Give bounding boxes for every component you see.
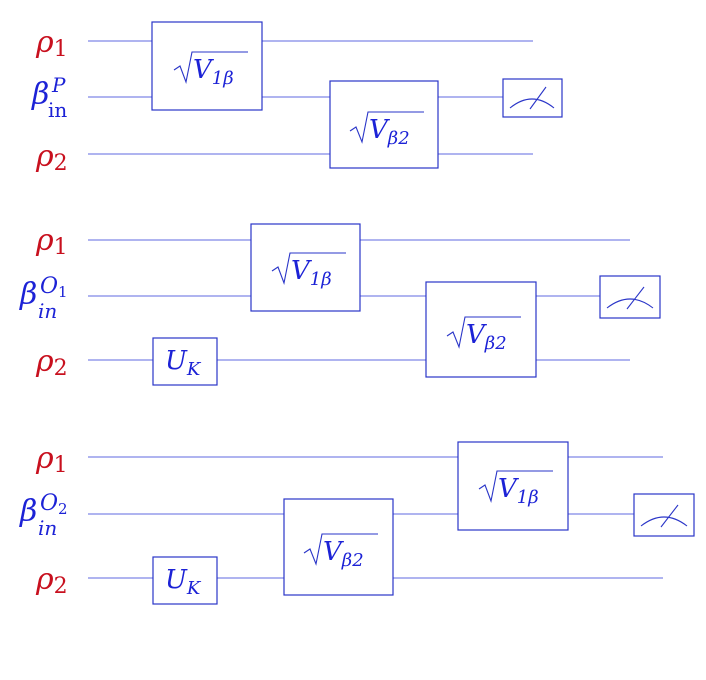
gate-sqrt-vbeta2: Vβ2 — [283, 498, 394, 596]
wire-label-beta-sup: P — [51, 73, 66, 97]
wire-label-rho2: ρ2 — [35, 562, 68, 599]
wire-label-beta-sup: O1 — [40, 274, 68, 301]
svg-text:V1β: V1β — [498, 474, 539, 508]
circuit-1: ρ1 β P in ρ2 V1β Vβ2 — [31, 21, 563, 176]
wire-label-rho1: ρ1 — [35, 223, 68, 260]
gate-sqrt-v1beta: V1β — [457, 441, 569, 531]
wire-label-beta-sup: O2 — [40, 491, 68, 518]
gate-sqrt-vbeta2: Vβ2 — [425, 281, 537, 378]
meter-icon — [502, 78, 563, 118]
gate-uk: UK — [152, 337, 218, 386]
svg-text:V1β: V1β — [193, 55, 234, 89]
svg-text:UK: UK — [165, 565, 202, 599]
svg-text:V1β: V1β — [291, 256, 332, 290]
wire-label-beta-sub: in — [48, 98, 67, 122]
wire-label-beta: β — [19, 494, 37, 529]
svg-text:UK: UK — [165, 346, 202, 380]
wire-label-rho1: ρ1 — [35, 441, 68, 478]
circuit-2: ρ1 β O1 in ρ2 UK V1β Vβ2 — [19, 223, 661, 386]
wire-label-rho2: ρ2 — [35, 139, 68, 176]
wire-label-rho1: ρ1 — [35, 25, 68, 62]
meter-icon — [599, 275, 661, 319]
wire-label-rho2: ρ2 — [35, 344, 68, 381]
gate-sqrt-vbeta2: Vβ2 — [329, 80, 439, 169]
wire-label-beta-sub: in — [38, 299, 57, 323]
wire-label-beta: β — [31, 77, 49, 112]
svg-text:Vβ2: Vβ2 — [323, 537, 364, 571]
wire-label-beta: β — [19, 277, 37, 312]
svg-text:Vβ2: Vβ2 — [369, 115, 410, 149]
gate-sqrt-v1beta: V1β — [151, 21, 263, 111]
circuit-3: ρ1 β O2 in ρ2 UK Vβ2 V1β — [19, 441, 695, 605]
gate-sqrt-v1beta: V1β — [250, 223, 361, 312]
wire-label-beta-sub: in — [38, 516, 57, 540]
svg-text:Vβ2: Vβ2 — [466, 320, 507, 354]
gate-uk: UK — [152, 556, 218, 605]
meter-icon — [633, 493, 695, 537]
